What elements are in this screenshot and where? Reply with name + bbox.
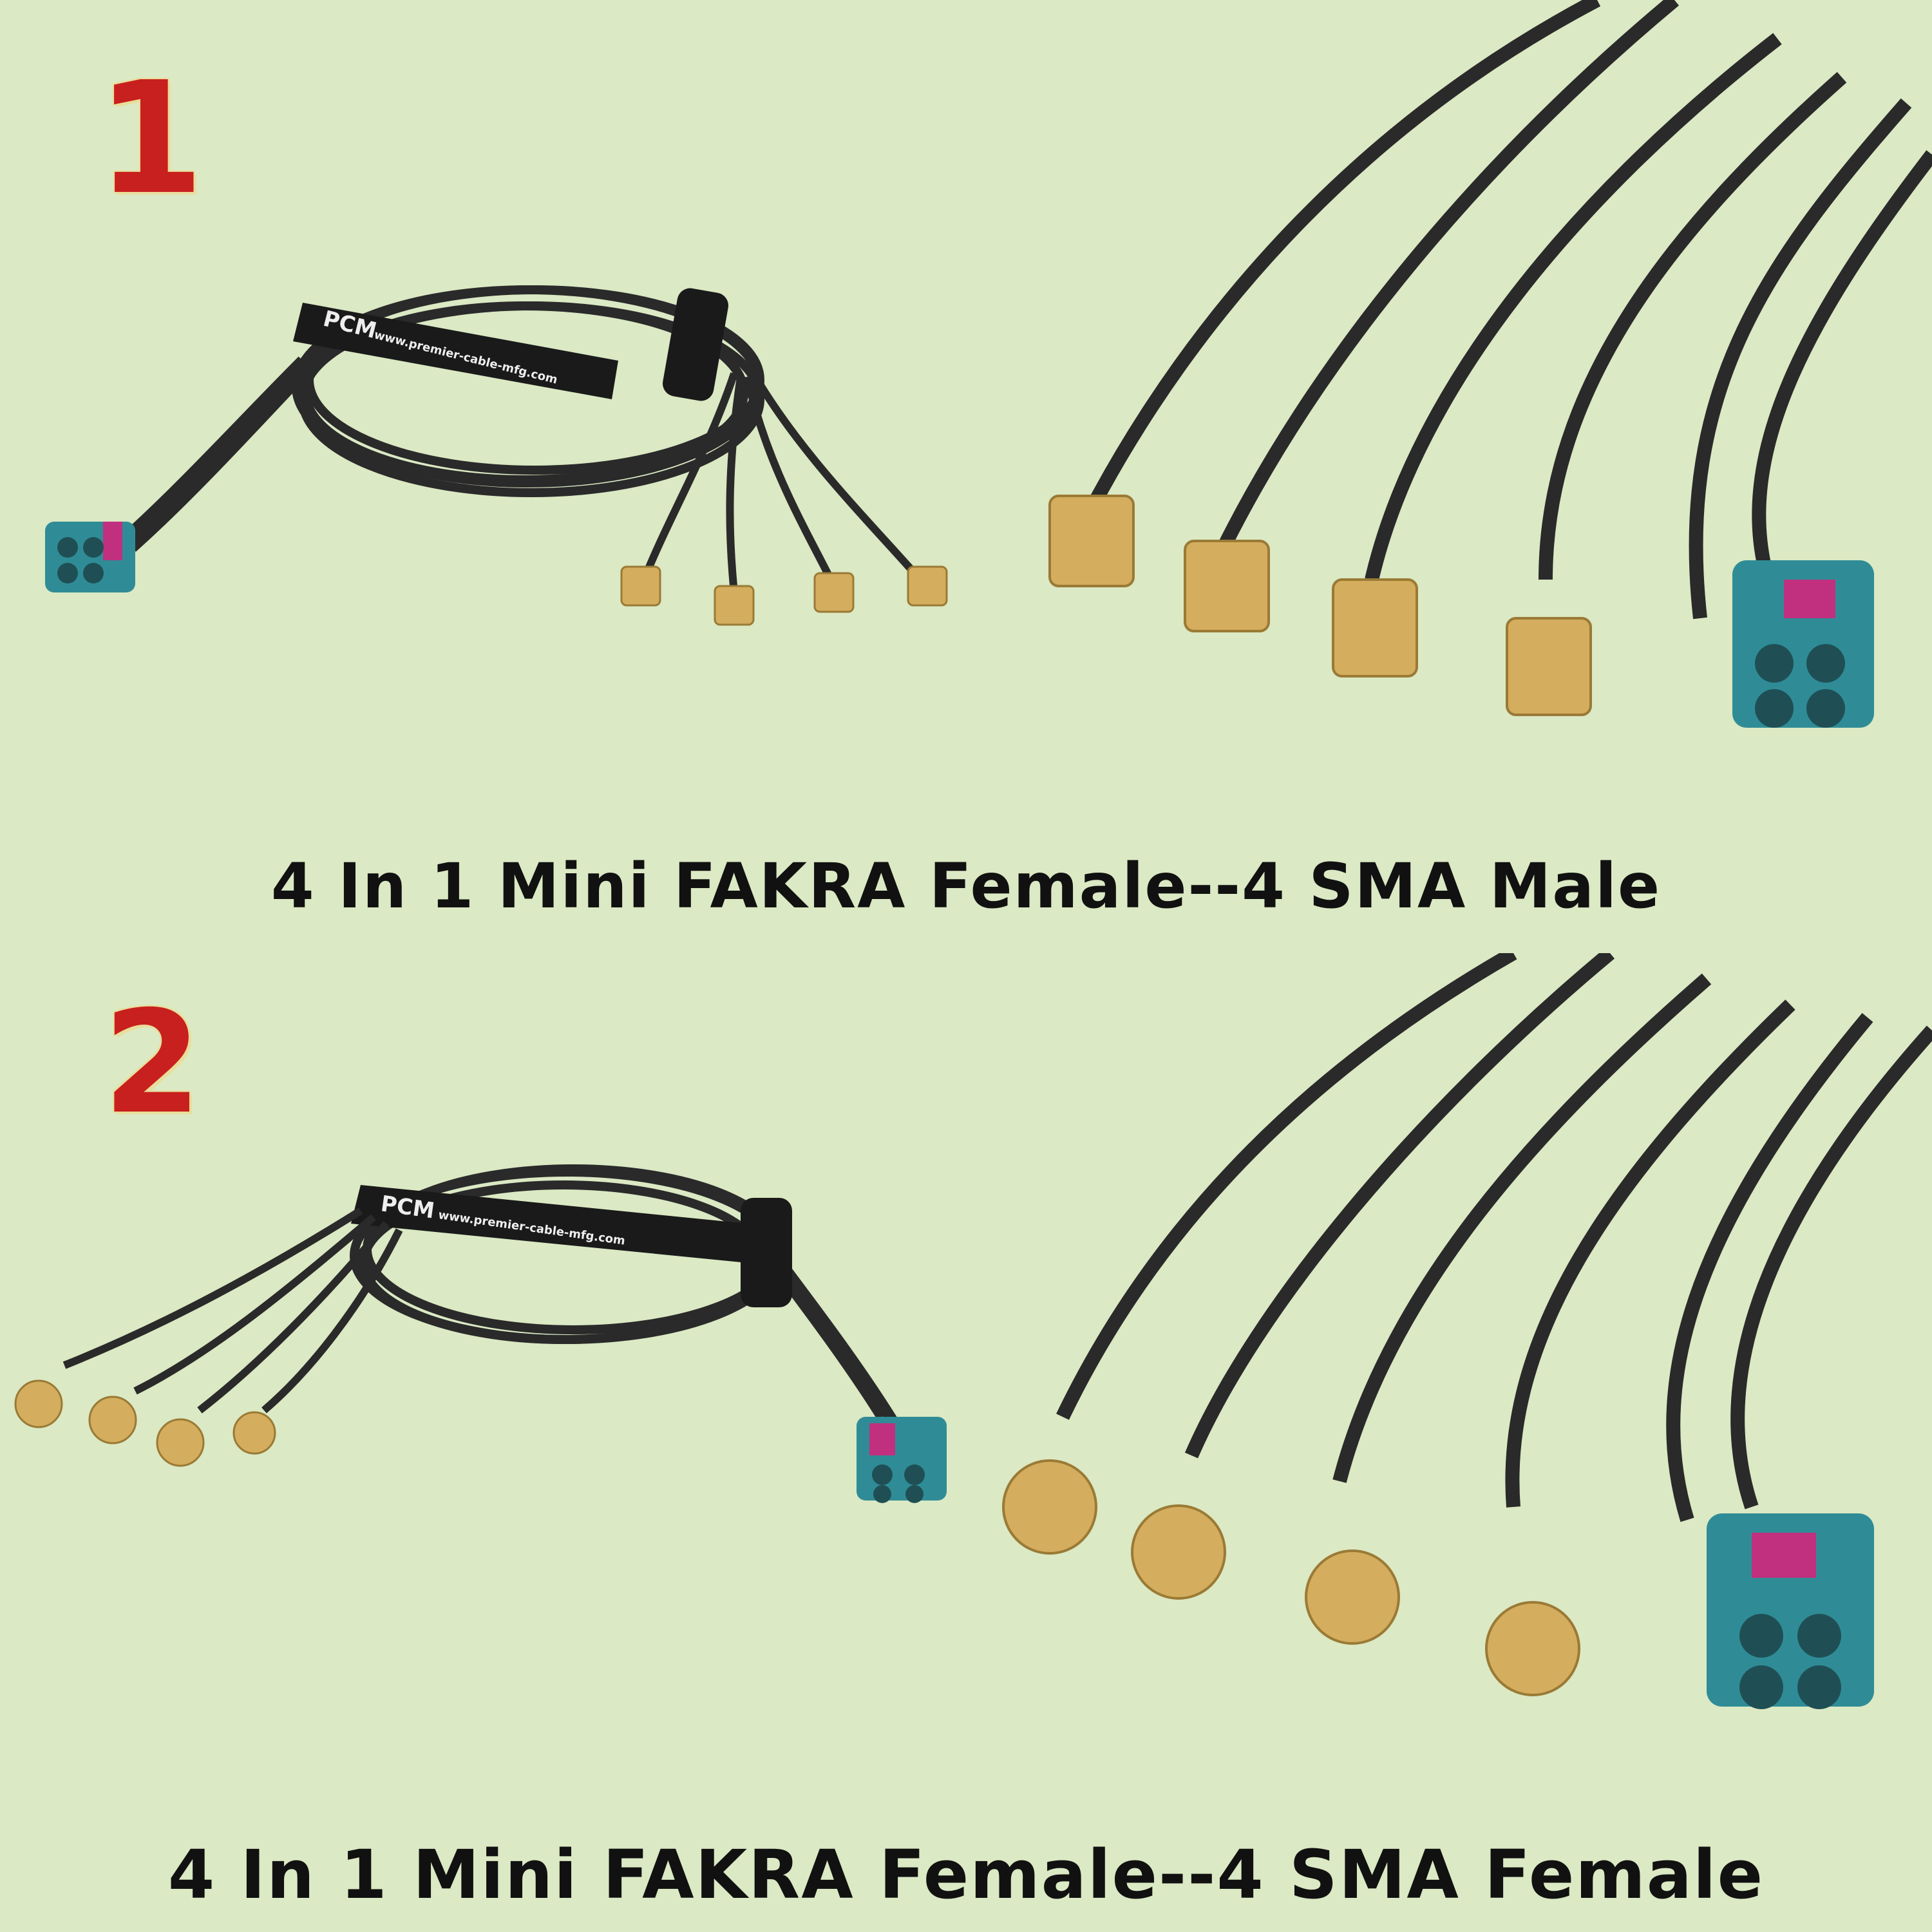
product-photo-sma-female: PCM www.premier-cable-mfg.com [14, 953, 1932, 1709]
sma-male-connectors-small [620, 565, 948, 626]
sma-female-connectors-closeup [1002, 1459, 1580, 1696]
mini-fakra-connector-small [857, 1417, 947, 1503]
closeup-cables [1056, 953, 1932, 1522]
closeup-cables [1088, 0, 1932, 620]
mini-fakra-connector-closeup [1707, 1513, 1874, 1709]
panel-sma-male: 1 PCM www.premier-cable-mfg.com [0, 0, 1932, 953]
velcro-strap: PCM www.premier-cable-mfg.com [351, 1185, 792, 1307]
mini-fakra-connector-small [45, 522, 135, 592]
panel-number: 2 [103, 980, 202, 1145]
product-caption: 4 In 1 Mini FAKRA Female--4 SMA Female [167, 1835, 1765, 1914]
product-caption: 4 In 1 Mini FAKRA Female--4 SMA Male [270, 850, 1662, 922]
sma-female-connectors-small [14, 1379, 276, 1467]
velcro-strap: PCM www.premier-cable-mfg.com [293, 288, 728, 401]
mini-fakra-connector-closeup [1732, 560, 1874, 728]
cable-trunk [118, 356, 317, 552]
sma-male-connectors-closeup [1048, 495, 1592, 716]
fanout-cables-small [640, 371, 918, 593]
panel-sma-female: 2 PCM www.premier-cable-mfg.com [0, 953, 1932, 1932]
panel-number: 1 [97, 48, 204, 229]
product-photo-sma-male: PCM www.premier-cable-mfg.com [45, 0, 1932, 728]
fanout-cables-small [62, 1207, 403, 1414]
